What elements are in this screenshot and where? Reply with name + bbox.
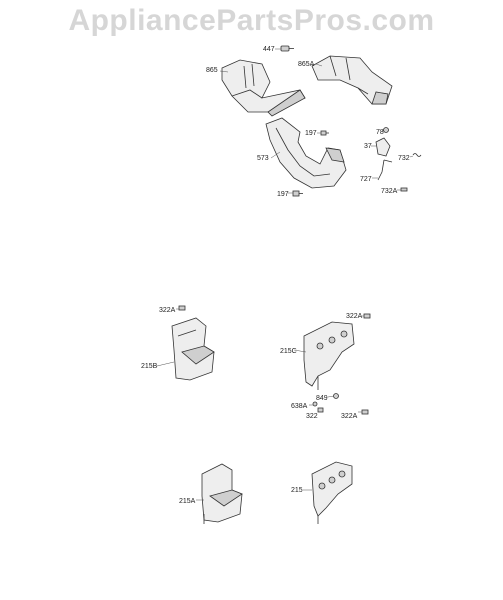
part-732a-fitting bbox=[400, 187, 408, 192]
part-215a-guard bbox=[201, 463, 243, 524]
part-727-rod bbox=[377, 159, 393, 181]
part-865-housing bbox=[221, 59, 306, 117]
part-215b-guard bbox=[171, 317, 215, 381]
part-37-link bbox=[375, 137, 391, 157]
part-322a-screw-2 bbox=[363, 313, 371, 319]
callout-447: 447 bbox=[263, 46, 275, 53]
part-447-bolt bbox=[280, 45, 294, 52]
callout-732: 732 bbox=[398, 155, 410, 162]
part-322-screw bbox=[317, 407, 324, 413]
callout-197-upper: 197 bbox=[305, 130, 317, 137]
callout-322a-2: 322A bbox=[346, 313, 363, 320]
watermark: AppliancePartsPros.com bbox=[68, 4, 435, 37]
callout-865: 865 bbox=[206, 67, 218, 74]
callout-215a: 215A bbox=[179, 498, 196, 505]
part-215-guard bbox=[311, 461, 353, 524]
callout-197-lower: 197 bbox=[277, 191, 289, 198]
callout-732a: 732A bbox=[381, 188, 398, 195]
callout-849: 849 bbox=[316, 395, 328, 402]
callout-322: 322 bbox=[306, 413, 318, 420]
callout-322a-1: 322A bbox=[159, 307, 176, 314]
part-215c-guard bbox=[303, 321, 355, 390]
callout-727: 727 bbox=[360, 176, 372, 183]
callout-865a: 865A bbox=[298, 61, 315, 68]
callout-78: 78 bbox=[376, 129, 384, 136]
callout-322a-3: 322A bbox=[341, 413, 358, 420]
part-638a-nut bbox=[312, 401, 318, 407]
callout-215c: 215C bbox=[280, 348, 297, 355]
part-732-spring bbox=[412, 153, 422, 157]
callout-573: 573 bbox=[257, 155, 269, 162]
part-197-screw-lower bbox=[292, 190, 303, 197]
leader-lines bbox=[156, 48, 414, 501]
callout-37: 37 bbox=[364, 143, 372, 150]
part-78-clip bbox=[383, 127, 389, 133]
part-322a-screw-3 bbox=[361, 409, 369, 415]
callout-638a: 638A bbox=[291, 403, 308, 410]
part-865a-housing bbox=[311, 55, 393, 105]
part-849-washer bbox=[333, 393, 339, 399]
callout-215: 215 bbox=[291, 487, 303, 494]
part-197-screw-upper bbox=[320, 130, 329, 136]
part-322a-screw-1 bbox=[178, 305, 186, 311]
callout-labels: 447 865 865A 197 573 197 78 37 732 727 7… bbox=[141, 46, 410, 505]
callout-215b: 215B bbox=[141, 363, 158, 370]
part-573-shroud bbox=[265, 117, 347, 189]
